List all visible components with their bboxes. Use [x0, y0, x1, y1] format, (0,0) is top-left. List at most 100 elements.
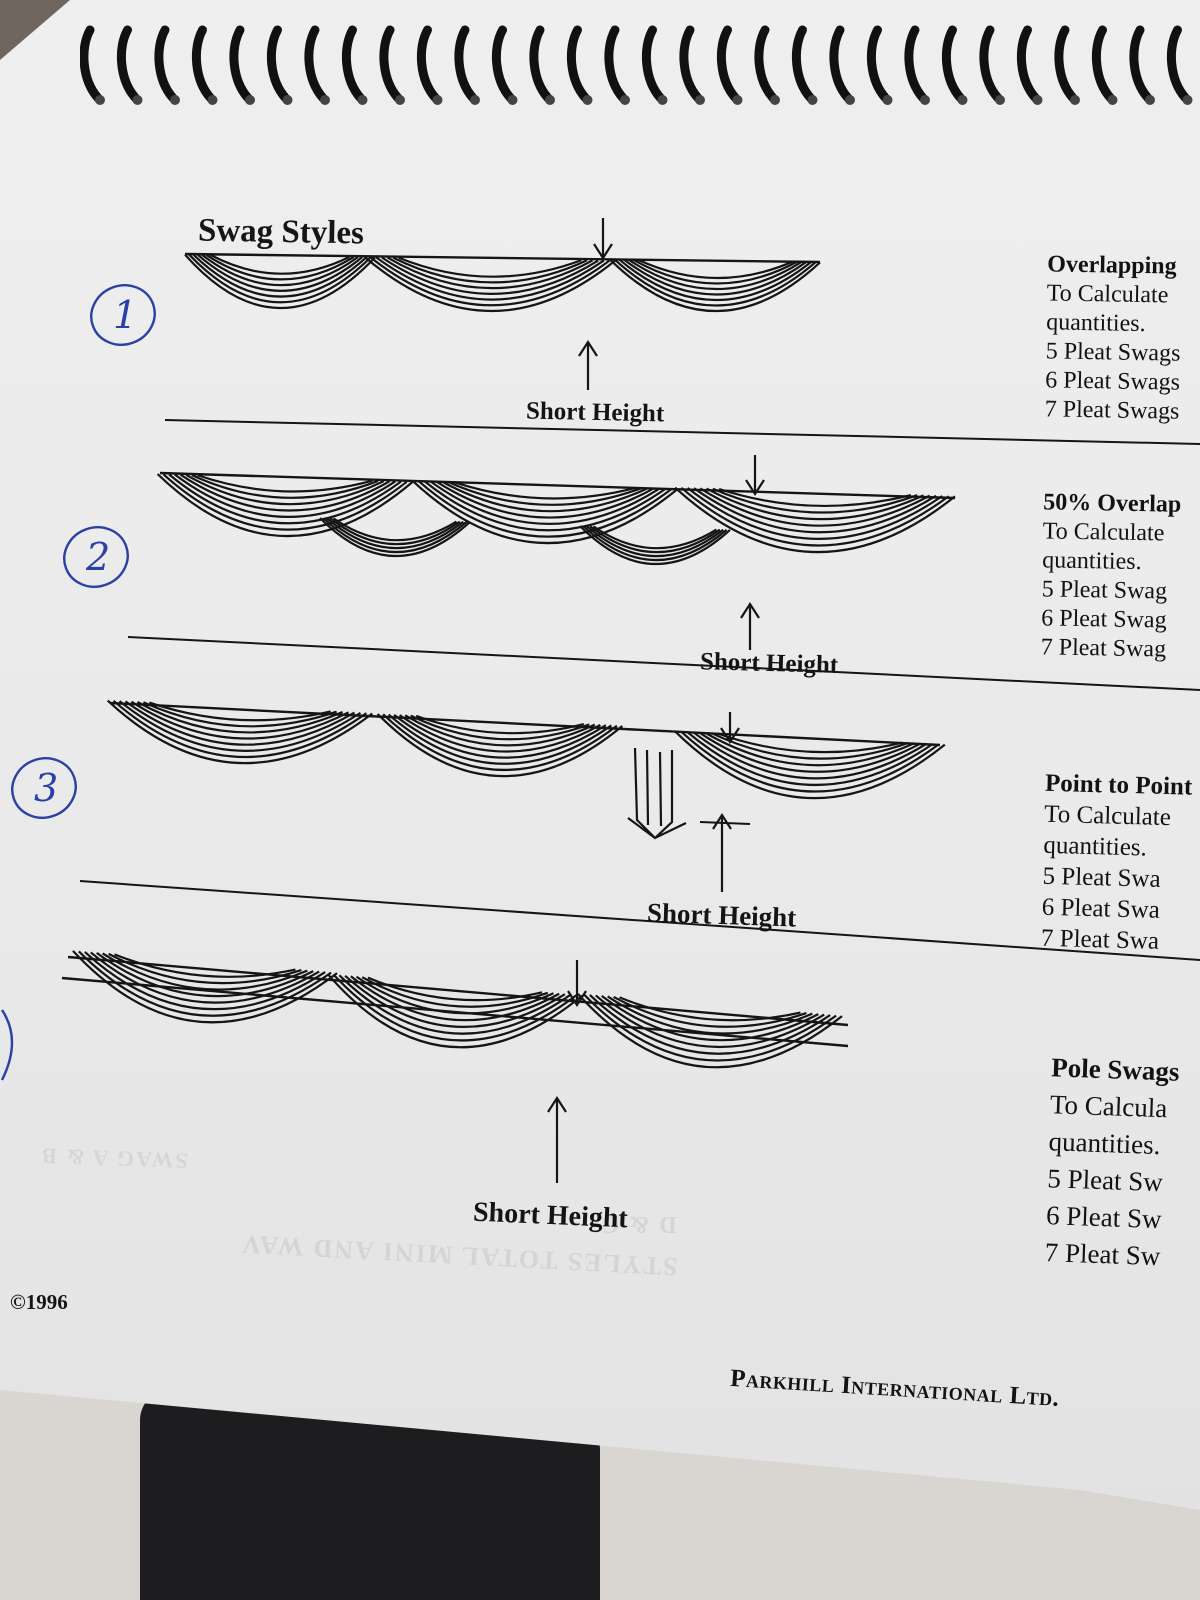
swag-2b [411, 480, 679, 545]
swag-pleat [399, 714, 601, 753]
side-note-line: quantities. [1043, 831, 1148, 862]
pen-number: 2 [85, 535, 110, 579]
short-height-label-4: Short Height [472, 1196, 629, 1235]
pen-circle [90, 284, 156, 346]
binding-hole [845, 95, 855, 105]
binding-hole [920, 95, 930, 105]
binding-hole [282, 95, 293, 105]
binding-coil [1129, 25, 1153, 103]
swag-pleat [210, 254, 350, 275]
binding-hole [995, 95, 1005, 105]
binding-coil [866, 25, 890, 103]
swag-pleat [344, 974, 566, 1028]
swag-pleat [618, 258, 812, 302]
binding-hole [657, 95, 668, 105]
swag-pleat [142, 701, 337, 728]
swag-3c [674, 730, 946, 800]
binding-hole [507, 95, 518, 105]
binding-coil [604, 25, 628, 103]
circled-number-1: 1 [90, 284, 156, 346]
swag-pleat [179, 473, 391, 512]
swag-pleat [332, 974, 578, 1042]
binding-coil [716, 25, 740, 103]
binding-hole [770, 95, 780, 105]
binding-coil [116, 25, 140, 103]
swag-pleat [319, 517, 471, 558]
arrow-head [578, 339, 598, 357]
board-line [159, 471, 956, 500]
page-title: Swag Styles [197, 212, 365, 252]
swag-pleat [589, 525, 721, 554]
binding-coil [454, 25, 478, 103]
swag-pleat [156, 473, 414, 538]
side-note-line: quantities. [1042, 547, 1142, 576]
arrow-head [745, 479, 765, 497]
swag-pleat [398, 256, 582, 278]
swag-pleat [130, 700, 350, 740]
swag-pleat [361, 976, 549, 1008]
swag-pleat [367, 976, 543, 1002]
swag-pleat [404, 714, 596, 747]
swag-pleat [72, 950, 338, 1024]
binding-coil [754, 25, 778, 103]
circled-number-2: 2 [63, 526, 129, 588]
binding-coil [904, 25, 928, 103]
bottom-arrow-4 [547, 1095, 567, 1183]
swag-pleat [686, 487, 943, 540]
bottom-arrow-3 [712, 812, 732, 892]
swag-pleat [613, 258, 816, 307]
binding-hole [582, 95, 593, 105]
binding-hole [1107, 95, 1118, 105]
side-note-line: 7 Pleat Swags [1044, 396, 1180, 425]
swag-pleat [595, 994, 825, 1048]
swag-3b [376, 713, 624, 778]
swag-pleat [589, 994, 831, 1055]
side-note-title: 50% Overlap [1043, 489, 1182, 518]
swag-pleat [619, 996, 801, 1022]
swag-pleat [184, 253, 376, 310]
jabot-tail [627, 747, 687, 840]
binding-hole [882, 95, 893, 105]
swag-pleat [423, 480, 667, 532]
binding-coil [641, 25, 665, 103]
binding-coil [679, 25, 703, 103]
side-note-line: To Calculate [1043, 800, 1172, 832]
binding-hole [807, 95, 818, 105]
section-divider [164, 419, 1200, 445]
swag-pleat [136, 701, 344, 734]
binding-hole [132, 95, 143, 105]
swag-pleat [118, 700, 362, 752]
swag-pleat [410, 714, 590, 741]
side-note-50-overlap: 50% Overlap To Calculate quantities. 5 P… [1040, 488, 1200, 665]
swag-pleat [192, 254, 368, 298]
binding-hole [432, 95, 443, 105]
top-arrow-3 [720, 712, 740, 745]
binding-coil [566, 25, 590, 103]
swag-2-under-a [319, 517, 471, 558]
swag-pleat [628, 258, 802, 291]
side-note-line: 6 Pleat Sw [1045, 1200, 1163, 1235]
board-line [109, 701, 941, 747]
swag-pleat [633, 258, 797, 285]
pen-number: 3 [34, 766, 58, 810]
swag-pleat [579, 525, 731, 566]
swag-pleat [680, 486, 950, 547]
copyright-notice: ©1996 [10, 1290, 68, 1314]
binding-coil [791, 25, 815, 103]
swag-pleat [706, 487, 924, 521]
short-height-label-2: Short Height [699, 648, 839, 679]
spiral-binding [80, 25, 1193, 105]
swag-pleat [577, 993, 843, 1069]
bottom-arrow-2 [740, 601, 760, 650]
binding-hole [170, 95, 180, 105]
side-note-line: 7 Pleat Swag [1040, 634, 1167, 663]
swag-pleat [188, 253, 372, 304]
pole-line [61, 976, 849, 1048]
binding-hole [695, 95, 705, 105]
side-note-pole-swags: Pole Swags To Calcula quantities. 5 Plea… [1044, 1049, 1200, 1276]
top-arrow-2 [745, 455, 765, 497]
side-note-title: Point to Point [1044, 769, 1193, 801]
swag-pleat [382, 713, 618, 772]
swag-pleat [387, 713, 612, 765]
side-note-title: Overlapping [1047, 251, 1177, 280]
